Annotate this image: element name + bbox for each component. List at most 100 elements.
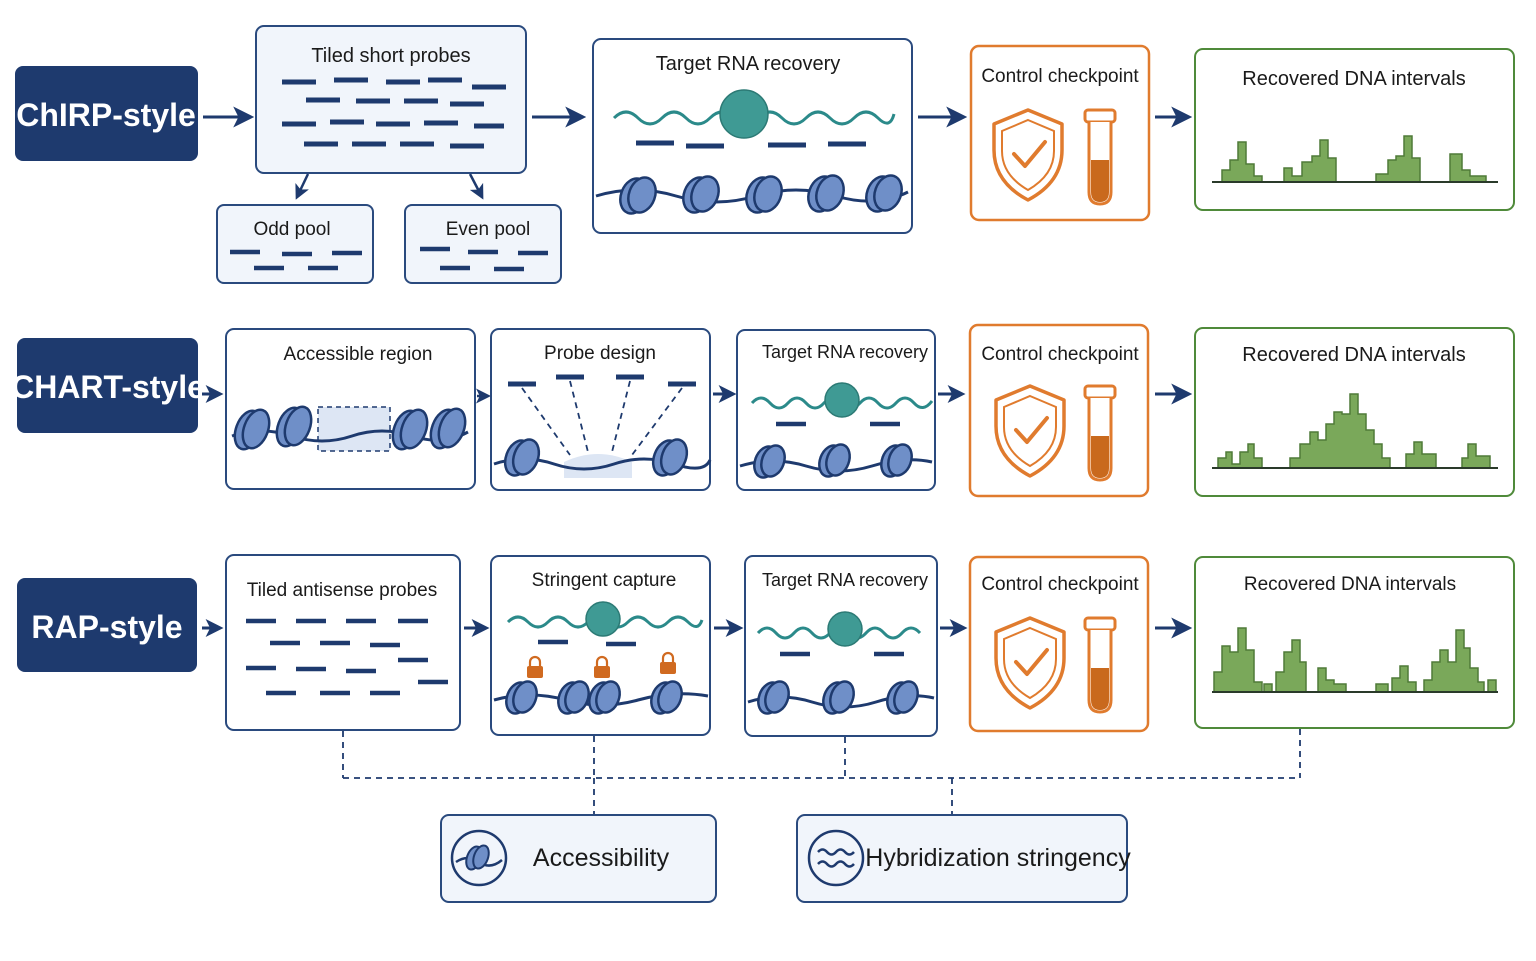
step-title: Target RNA recovery bbox=[762, 570, 928, 590]
row-label-box bbox=[15, 66, 198, 161]
lock-icon bbox=[594, 655, 610, 678]
split-arrow bbox=[468, 173, 484, 200]
nucleosome-icon bbox=[682, 175, 720, 214]
step-title: Control checkpoint bbox=[981, 574, 1139, 595]
row-rap: RAP-style Tiled antisense probes Stringe… bbox=[17, 554, 1515, 737]
lock-icon bbox=[660, 651, 676, 674]
lock-icon bbox=[527, 655, 543, 678]
step-control-checkpoint: Control checkpoint bbox=[968, 555, 1150, 733]
factor-panel bbox=[440, 814, 717, 903]
peak-profile bbox=[1217, 393, 1491, 469]
nucleosome-icon bbox=[865, 174, 903, 213]
step-title: Recovered DNA intervals bbox=[1242, 344, 1465, 366]
accessible-bump bbox=[564, 454, 632, 478]
step-title: Stringent capture bbox=[532, 570, 677, 591]
step-title: Probe design bbox=[544, 343, 656, 364]
pool-panel bbox=[216, 204, 374, 284]
row-chirp: ChIRP-style Tiled short probes Odd pool bbox=[15, 25, 1515, 284]
rna-binding-complex bbox=[585, 601, 621, 637]
step-target-rna-recovery: Target RNA recovery bbox=[592, 38, 913, 234]
nucleosome-icon bbox=[503, 438, 541, 477]
nucleosome-icon bbox=[753, 444, 786, 479]
nucleosome-icon bbox=[619, 176, 657, 215]
probe-targeting-lines bbox=[521, 380, 683, 456]
step-panel bbox=[1194, 48, 1515, 211]
step-control-checkpoint: Control checkpoint bbox=[969, 44, 1151, 222]
step-stringent-capture: Stringent capture bbox=[490, 555, 711, 736]
peak-profile bbox=[1213, 627, 1497, 693]
rna-binding-complex bbox=[824, 382, 860, 418]
factor-connectors bbox=[342, 729, 1301, 815]
factor-label: Accessibility bbox=[533, 844, 670, 872]
step-target-rna-recovery: Target RNA recovery bbox=[736, 329, 936, 491]
step-recovered-dna-intervals: Recovered DNA intervals bbox=[1194, 48, 1515, 211]
odd-pool: Odd pool bbox=[216, 204, 374, 284]
accessible-window bbox=[317, 406, 391, 452]
test-tube-icon bbox=[1083, 384, 1117, 482]
row-label-box bbox=[17, 338, 198, 433]
step-title: Tiled short probes bbox=[311, 45, 470, 67]
test-tube-icon bbox=[1083, 616, 1117, 714]
shield-check-icon bbox=[994, 384, 1066, 478]
peak-profile bbox=[1221, 135, 1487, 183]
nucleosome-icon bbox=[650, 680, 683, 715]
step-recovered-dna-intervals: Recovered DNA intervals bbox=[1194, 327, 1515, 497]
step-title: Accessible region bbox=[284, 344, 433, 365]
step-title: Target RNA recovery bbox=[762, 342, 928, 362]
row-label: CHART-style bbox=[11, 369, 205, 405]
pool-title: Odd pool bbox=[253, 219, 330, 240]
shield-check-icon bbox=[994, 616, 1066, 710]
step-title: Control checkpoint bbox=[981, 344, 1139, 365]
step-target-rna-recovery: Target RNA recovery bbox=[744, 555, 938, 737]
step-recovered-dna-intervals: Recovered DNA intervals bbox=[1194, 556, 1515, 729]
pool-title: Even pool bbox=[446, 219, 531, 240]
rna-binding-complex bbox=[827, 611, 863, 647]
step-title: Recovered DNA intervals bbox=[1242, 68, 1465, 90]
step-title: Control checkpoint bbox=[981, 66, 1139, 87]
shield-check-icon bbox=[992, 108, 1064, 202]
step-control-checkpoint: Control checkpoint bbox=[968, 323, 1150, 498]
step-title: Recovered DNA intervals bbox=[1244, 574, 1456, 595]
nucleosome-icon bbox=[450, 829, 508, 887]
nucleosome-icon bbox=[651, 438, 689, 477]
nucleosome-icon bbox=[822, 680, 855, 715]
nucleosome-icon bbox=[275, 405, 313, 448]
row-chart: CHART-style Accessible region Probe desi… bbox=[11, 323, 1515, 498]
nucleosome-icon bbox=[745, 175, 783, 214]
waves-icon bbox=[807, 829, 865, 887]
factor-hybridization-stringency: Hybridization stringency bbox=[796, 814, 1131, 903]
nucleosome-icon bbox=[557, 680, 590, 715]
pool-panel bbox=[404, 204, 562, 284]
nucleosome-icon bbox=[757, 680, 790, 715]
nucleosome-icon bbox=[886, 680, 919, 715]
nucleosome-icon bbox=[429, 407, 467, 450]
step-title: Tiled antisense probes bbox=[247, 580, 437, 601]
nucleosome-icon bbox=[233, 408, 271, 451]
nucleosome-icon bbox=[807, 174, 845, 213]
factor-label: Hybridization stringency bbox=[865, 844, 1131, 872]
nucleosome-icon bbox=[391, 408, 429, 451]
row-label: RAP-style bbox=[31, 609, 182, 645]
row-label-box bbox=[17, 578, 197, 672]
step-tiled-antisense-probes: Tiled antisense probes bbox=[225, 554, 461, 731]
step-title: Target RNA recovery bbox=[656, 53, 841, 75]
nucleosome-icon bbox=[588, 680, 621, 715]
factor-panel bbox=[796, 814, 1128, 903]
probe-set bbox=[246, 618, 448, 696]
step-probe-design: Probe design bbox=[490, 328, 712, 491]
step-accessible-region: Accessible region bbox=[225, 328, 476, 490]
nucleosome-icon bbox=[818, 443, 851, 478]
nucleosome-icon bbox=[880, 443, 913, 478]
row-label: ChIRP-style bbox=[16, 97, 196, 133]
split-arrow bbox=[295, 173, 310, 200]
rna-binding-complex bbox=[719, 89, 769, 139]
test-tube-icon bbox=[1083, 108, 1117, 206]
step-panel bbox=[255, 25, 527, 174]
probe-set bbox=[282, 77, 506, 149]
dna-strand bbox=[231, 429, 469, 443]
factor-accessibility: Accessibility bbox=[440, 814, 717, 903]
even-pool: Even pool bbox=[404, 204, 562, 284]
nucleosome-icon bbox=[505, 680, 538, 715]
